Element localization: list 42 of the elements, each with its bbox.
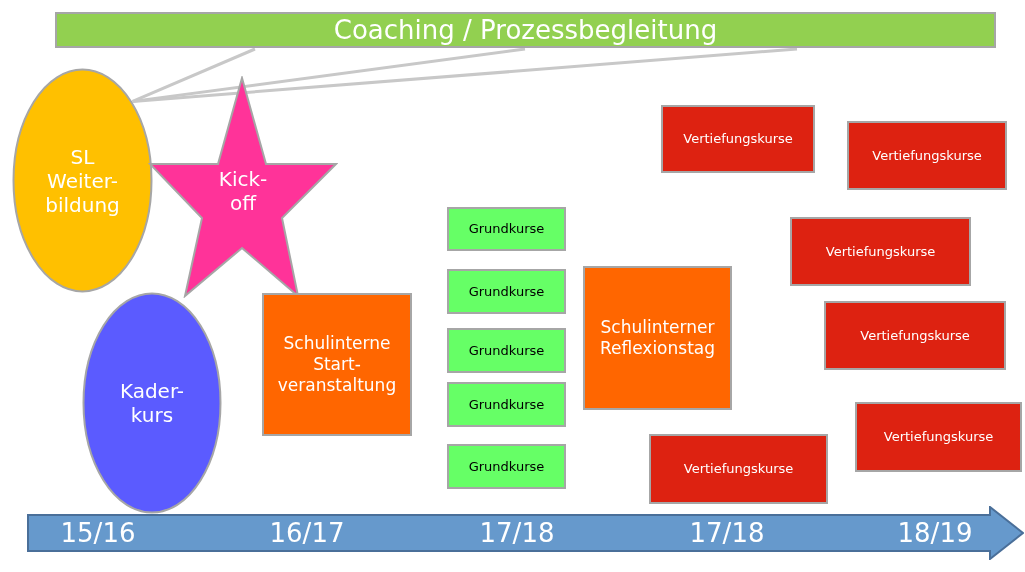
node-label: Grundkurse (468, 457, 545, 476)
process-box (824, 301, 1006, 370)
process-box (583, 266, 732, 410)
node-label: Kick- off (217, 167, 269, 215)
node-label: Coaching / Prozessbegleitung (333, 13, 718, 47)
process-box (447, 444, 566, 489)
process-box (447, 269, 566, 314)
node-label: Kader- kurs (118, 379, 186, 427)
node-label: Schulinterner Reflexionstag (598, 317, 717, 359)
node-label: Grundkurse (468, 282, 545, 301)
ellipse (12, 68, 153, 293)
process-box (447, 382, 566, 427)
node-label: Schulinterne Start- veranstaltung (276, 333, 398, 396)
ellipse (82, 292, 222, 514)
node-label: Grundkurse (468, 395, 545, 414)
year-label: 17/18 (689, 518, 765, 548)
connector-line (132, 47, 256, 103)
timeline-arrow (27, 506, 1024, 560)
node-label: Vertiefungskurse (683, 460, 794, 479)
star-shape (148, 76, 338, 298)
process-box (649, 434, 828, 504)
node-label: Vertiefungskurse (883, 428, 994, 447)
node-label: Vertiefungskurse (860, 326, 970, 345)
process-box (847, 121, 1007, 190)
node-label: SL Weiter- bildung (44, 144, 121, 217)
year-label: 17/18 (479, 518, 555, 548)
node-label: Vertiefungskurse (825, 242, 936, 261)
process-bar (55, 12, 996, 48)
year-label: 15/16 (60, 518, 136, 548)
year-label: 18/19 (897, 518, 973, 548)
node-label: Vertiefungskurse (683, 130, 793, 149)
process-box (790, 217, 971, 286)
year-label: 16/17 (269, 518, 345, 548)
node-label: Vertiefungskurse (872, 146, 982, 165)
connector-line (132, 47, 798, 103)
process-box (855, 402, 1022, 472)
node-label: Grundkurse (468, 220, 545, 239)
node-label: Grundkurse (468, 341, 545, 360)
process-box (447, 207, 566, 251)
process-box (262, 293, 412, 436)
process-box (447, 328, 566, 373)
process-box (661, 105, 815, 173)
